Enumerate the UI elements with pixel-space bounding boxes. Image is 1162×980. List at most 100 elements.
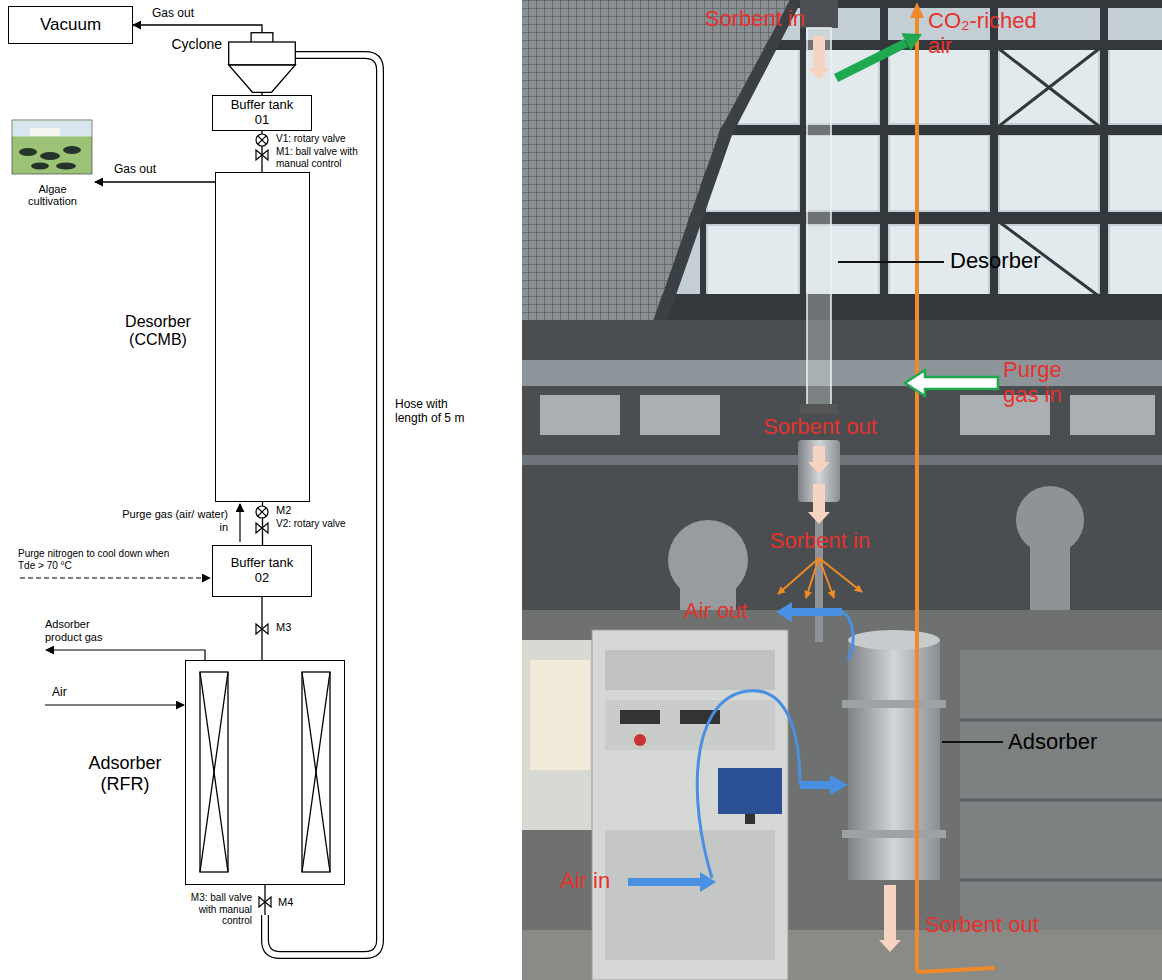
connector (133, 25, 262, 32)
part-label: M3 (276, 621, 291, 634)
drawing-part (890, 50, 988, 123)
drawing-part (745, 814, 755, 824)
photo-annotation: CO₂-riched air (928, 8, 1053, 59)
node-label: Vacuum (40, 15, 101, 35)
photo-annotation: Air in (560, 868, 610, 893)
drawing-part (522, 610, 1162, 980)
drawing-part (19, 148, 37, 156)
drawing-part (808, 36, 901, 952)
drawing-part (200, 672, 228, 872)
drawing-part (800, 0, 806, 320)
cyclone-outlet (251, 33, 273, 43)
drawing-part (1110, 50, 1162, 123)
connector-label: Gas out (150, 7, 196, 21)
drawing-part (800, 0, 838, 28)
drawing-part (917, 968, 995, 972)
node-label: Algae cultivation (18, 183, 88, 208)
drawing-part (258, 136, 266, 144)
drawing-part (778, 558, 862, 598)
drawing-part (530, 660, 590, 770)
drawing-part (915, 16, 919, 972)
hose-wall (265, 55, 380, 955)
picture-frame: Algae cultivation (10, 118, 95, 208)
drawing-part (628, 878, 700, 886)
drawing-part (836, 43, 906, 78)
photo-annotation: Desorber (950, 248, 1040, 273)
part-label: M4 (278, 896, 293, 909)
node-label: Desorber (CCMB) (108, 313, 208, 350)
drawing-part (660, 294, 1162, 322)
connector-line (133, 25, 262, 32)
ball-valve-m3 (256, 624, 268, 634)
product-gas-arrow (46, 650, 205, 660)
part-label: Purge nitrogen to cool down when Tde > 7… (18, 548, 183, 571)
part-label: V1: rotary valve (276, 133, 345, 145)
part-label: V2: rotary valve (276, 518, 345, 530)
drawing-part (522, 0, 1162, 980)
drawing-part (1070, 395, 1155, 435)
drawing-part (660, 212, 1162, 224)
connector (265, 55, 380, 955)
drawing-part (806, 558, 819, 598)
photo-annotation: Sorbent in (740, 528, 900, 553)
connector-line (95, 181, 215, 182)
drawing-part (12, 120, 92, 174)
valve-v1 (256, 134, 268, 146)
drawing-part (620, 710, 660, 724)
equipment-box: Vacuum (8, 6, 133, 44)
drawing-part (605, 830, 775, 960)
drawing-part (522, 455, 1162, 465)
drawing-part (808, 36, 830, 80)
drawing-part (522, 0, 790, 330)
lab-photo (522, 0, 1162, 980)
reactor-box: Adsorber (RFR) (185, 660, 345, 885)
cyclone-cone (229, 65, 296, 92)
hose-bore (265, 55, 380, 955)
valve-v2 (256, 506, 268, 518)
drawing-part (890, 136, 988, 210)
node-label: Buffer tank 02 (222, 556, 302, 586)
ball-valve-m1 (256, 150, 268, 160)
node-label: Adsorber (RFR) (72, 753, 178, 794)
drawing-part (256, 134, 268, 146)
drawing-part (258, 136, 266, 144)
drawing-part (800, 781, 830, 789)
drawing-part (56, 163, 76, 170)
part-label: Air (52, 686, 67, 700)
drawing-part (838, 261, 944, 263)
drawing-part (776, 602, 792, 622)
drawing-part (302, 672, 330, 872)
drawing-part (830, 775, 848, 795)
algae-picture (12, 120, 92, 174)
packing-column (200, 672, 330, 872)
photo-annotation: Sorbent out (740, 414, 900, 439)
drawing-part (708, 226, 798, 294)
drawing-part (522, 360, 1162, 386)
drawing-part (842, 830, 946, 838)
drawing-part (848, 630, 940, 650)
drawing-part (30, 128, 60, 136)
drawing-part (800, 404, 838, 414)
drawing-part (901, 33, 922, 51)
drawing-part (792, 608, 842, 616)
photo-annotation: Purge gas in (1003, 357, 1093, 408)
nitrogen-arrow (20, 577, 210, 578)
drawing-part (1110, 226, 1162, 294)
drawing-part (960, 719, 1162, 722)
drawing-part (942, 741, 1003, 743)
drawing-part (708, 50, 1162, 294)
drawing-part (258, 508, 266, 516)
drawing-part (640, 395, 720, 435)
drawing-part (842, 700, 946, 708)
drawing-part (258, 508, 266, 516)
drawing-part (302, 672, 330, 872)
drawing-part (960, 720, 1162, 880)
ball-valve-m2 (256, 523, 268, 533)
drawing-part (63, 146, 81, 154)
connector-label: Hose with length of 5 m (393, 398, 477, 426)
drawing-part (650, 0, 802, 335)
drawing-part (634, 734, 646, 746)
drawing-part (700, 872, 716, 892)
